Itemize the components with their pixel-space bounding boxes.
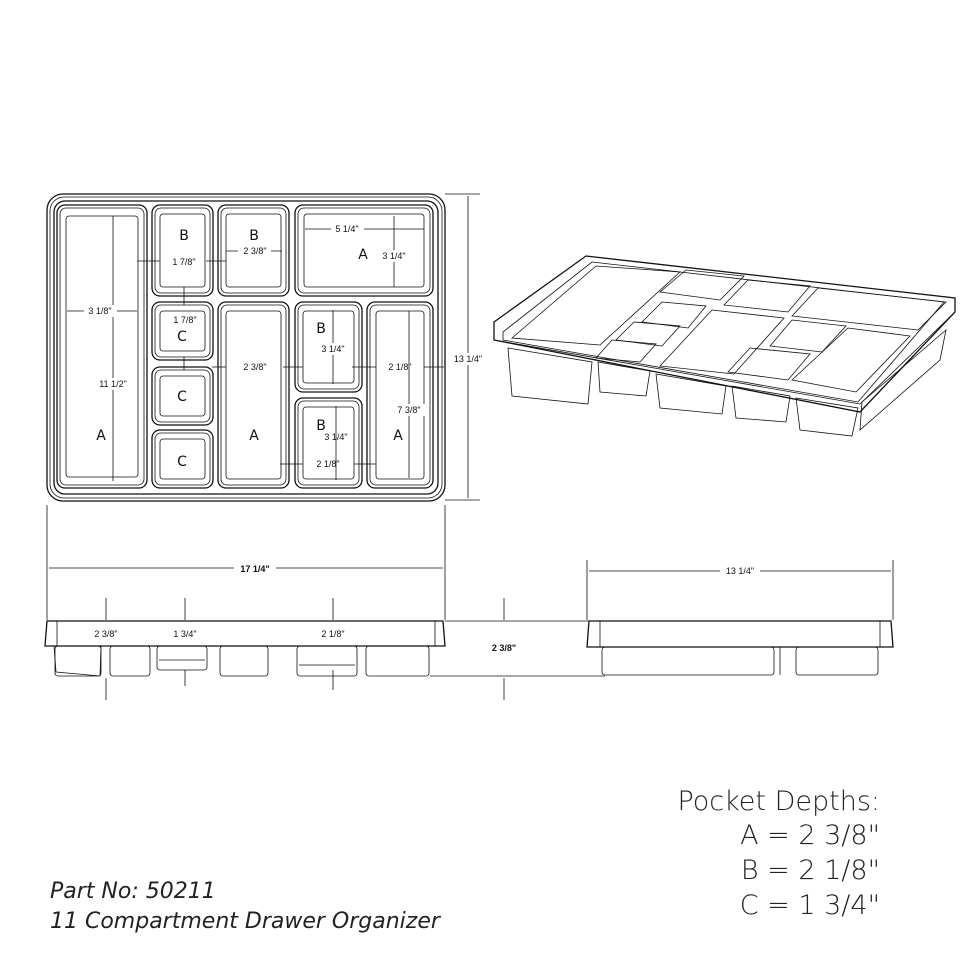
label-right-a: A — [393, 428, 403, 444]
dim-b1-width: 1 7/8" — [172, 257, 195, 267]
front-view — [44, 620, 446, 677]
dim-left-a-width: 3 1/8" — [88, 306, 111, 316]
compartment-c3 — [151, 429, 214, 489]
dim-left-a-height: 11 1/2" — [99, 379, 127, 389]
dimension-labels: 1 7/8" 2 3/8" 5 1/4" 3 1/4" 3 1/8" 11 1/… — [84, 223, 486, 469]
tray-outer-rim — [46, 193, 446, 502]
label-top-right-a: A — [358, 247, 368, 263]
pocket-depth-a: A = 2 3/8" — [740, 820, 880, 851]
iso-pocket-bottoms — [507, 328, 947, 437]
end-view: 13 1/4" — [586, 560, 894, 676]
iso-pockets — [511, 265, 947, 393]
side-views: 17 1/4" 2 3/8" 1 3/4" 2 1/8" 2 3/8" — [44, 505, 894, 700]
compartment-left-a — [56, 204, 148, 489]
dim-right-a-height: 7 3/8" — [397, 405, 420, 415]
dim-right-a-width: 2 1/8" — [388, 362, 411, 372]
pocket-depth-b: B = 2 1/8" — [741, 855, 880, 886]
label-b1: B — [179, 228, 189, 244]
dim-c-width: 1 7/8" — [173, 315, 196, 325]
dim-b3-height: 3 1/4" — [321, 344, 344, 354]
dim-overall-length: 17 1/4" — [240, 564, 269, 574]
dim-middle-a-width: 2 3/8" — [243, 362, 266, 372]
compartment-right-a — [366, 301, 434, 489]
dim-b4-width: 2 1/8" — [316, 459, 339, 469]
compartments — [56, 204, 434, 489]
pocket-depths-title: Pocket Depths: — [677, 786, 880, 817]
part-description: 11 Compartment Drawer Organizer — [50, 909, 442, 934]
dim-b4-height: 3 1/4" — [324, 432, 347, 442]
pocket-depth-c: C = 1 3/4" — [740, 890, 880, 921]
iso-rim — [493, 255, 956, 413]
compartment-c1 — [151, 301, 214, 361]
top-view: B B A C C C A A B B A 1 7/8" 2 3/8" 5 1/… — [46, 193, 486, 502]
dim-overall-height: 2 3/8" — [492, 643, 516, 653]
dim-overall-depth: 13 1/4" — [454, 354, 482, 364]
label-b3: B — [316, 321, 326, 337]
label-middle-a: A — [249, 428, 259, 444]
isometric-view — [493, 255, 956, 437]
compartment-b2 — [217, 204, 290, 297]
dim-b2-width: 2 3/8" — [243, 246, 266, 256]
label-b4: B — [316, 418, 326, 434]
label-c2: C — [177, 389, 187, 405]
compartment-c2 — [151, 366, 214, 426]
dim-depth-b: 2 1/8" — [321, 629, 344, 639]
dim-depth-a: 2 3/8" — [94, 629, 117, 639]
compartment-labels: B B A C C C A A B B A — [96, 228, 403, 470]
part-info: Part No: 50211 11 Compartment Drawer Org… — [50, 879, 442, 934]
dim-overall-width: 13 1/4" — [726, 566, 754, 576]
compartment-b1 — [151, 204, 214, 297]
compartment-b4 — [294, 397, 363, 489]
dim-top-a-height: 3 1/4" — [382, 251, 405, 261]
label-c3: C — [177, 454, 187, 470]
compartment-top-right-a — [294, 204, 434, 297]
top-view-dimension-lines — [67, 193, 480, 501]
label-c1: C — [177, 329, 187, 345]
compartment-middle-a — [217, 301, 290, 489]
compartment-b3 — [294, 301, 363, 393]
dim-depth-c: 1 3/4" — [173, 629, 196, 639]
label-left-a: A — [96, 428, 106, 444]
part-number: Part No: 50211 — [50, 879, 216, 904]
label-b2: B — [249, 228, 259, 244]
front-view-depth-arrows — [105, 598, 605, 700]
pocket-depths-legend: Pocket Depths: A = 2 3/8" B = 2 1/8" C =… — [677, 786, 880, 921]
dim-top-a-width: 5 1/4" — [335, 224, 358, 234]
